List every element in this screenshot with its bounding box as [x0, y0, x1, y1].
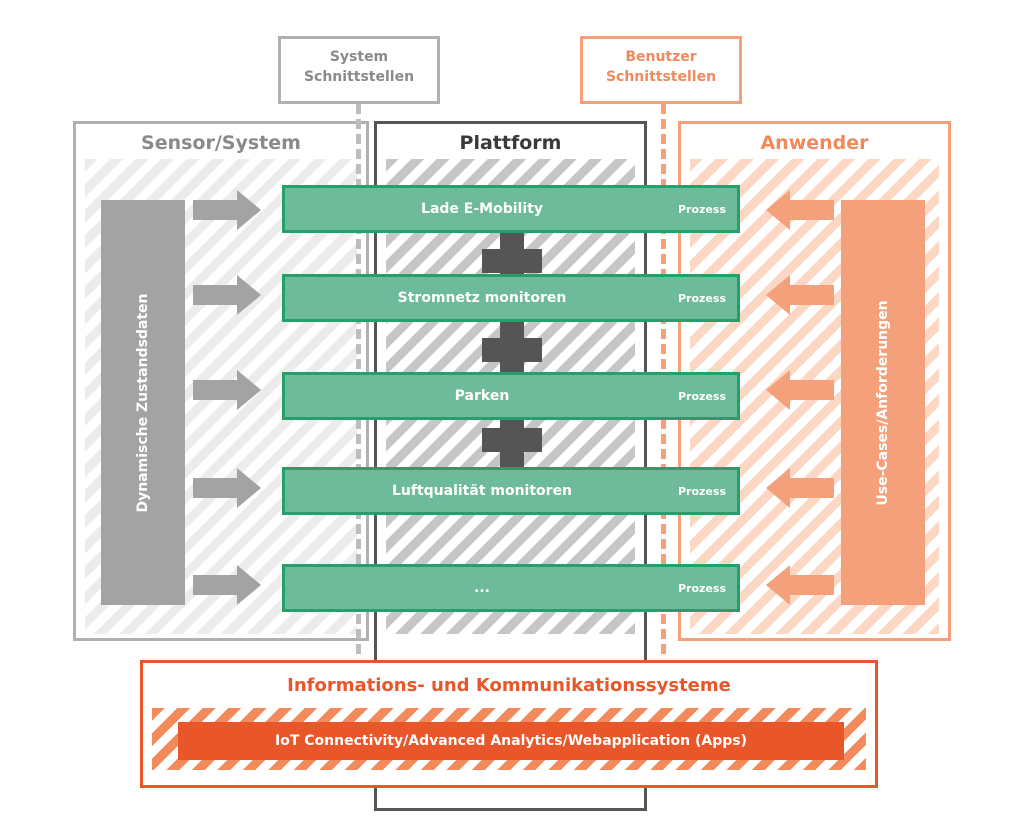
process-label: Parken — [454, 388, 510, 404]
left-arrow-icon — [766, 370, 834, 410]
process-tag: Prozess — [677, 389, 726, 403]
process-label: Luftqualität monitoren — [391, 483, 573, 499]
ikt-bar-label: IoT Connectivity/Advanced Analytics/Weba… — [275, 733, 747, 749]
process-label: ... — [474, 580, 490, 596]
process-bar-more: ... Prozess — [282, 564, 740, 612]
process-bar-luftqualitaet: Luftqualität monitoren Prozess — [282, 467, 740, 515]
process-tag: Prozess — [677, 484, 726, 498]
left-arrow-icon — [766, 275, 834, 315]
process-label: Lade E-Mobility — [421, 201, 543, 217]
dynamic-state-data-bar: Dynamische Zustandsdaten — [101, 200, 185, 605]
right-arrow-icon — [193, 565, 261, 605]
ikt-title: Informations- und Kommunikationssysteme — [287, 675, 731, 696]
use-cases-label: Use-Cases/Anforderungen — [875, 299, 891, 506]
right-arrow-icon — [193, 370, 261, 410]
sensor-system-title: Sensor/System — [141, 132, 301, 154]
user-interfaces-box: Benutzer Schnittstellen — [580, 36, 742, 104]
user-title: Anwender — [760, 132, 869, 154]
plus-icon — [482, 322, 542, 378]
left-arrow-icon — [766, 468, 834, 508]
dynamic-state-data-label: Dynamische Zustandsdaten — [135, 292, 151, 513]
use-cases-bar: Use-Cases/Anforderungen — [841, 200, 925, 605]
platform-title: Plattform — [459, 132, 562, 154]
process-tag: Prozess — [677, 202, 726, 216]
left-arrow-icon — [766, 190, 834, 230]
ikt-bar: IoT Connectivity/Advanced Analytics/Weba… — [178, 722, 844, 760]
system-interfaces-box: System Schnittstellen — [278, 36, 440, 104]
right-arrows — [766, 190, 834, 605]
process-tag: Prozess — [677, 581, 726, 595]
right-arrow-icon — [193, 190, 261, 230]
plus-icon — [482, 412, 542, 468]
process-bar-parken: Parken Prozess — [282, 372, 740, 420]
right-arrow-icon — [193, 275, 261, 315]
right-arrow-icon — [193, 468, 261, 508]
plus-connectors — [482, 233, 542, 468]
plus-icon — [482, 233, 542, 289]
process-tag: Prozess — [677, 291, 726, 305]
process-bar-lade: Lade E-Mobility Prozess — [282, 185, 740, 233]
ikt-box: Informations- und Kommunikationssysteme … — [140, 660, 878, 788]
left-arrow-icon — [766, 565, 834, 605]
process-bar-stromnetz: Stromnetz monitoren Prozess — [282, 274, 740, 322]
process-label: Stromnetz monitoren — [397, 290, 567, 306]
left-arrows — [193, 190, 261, 605]
